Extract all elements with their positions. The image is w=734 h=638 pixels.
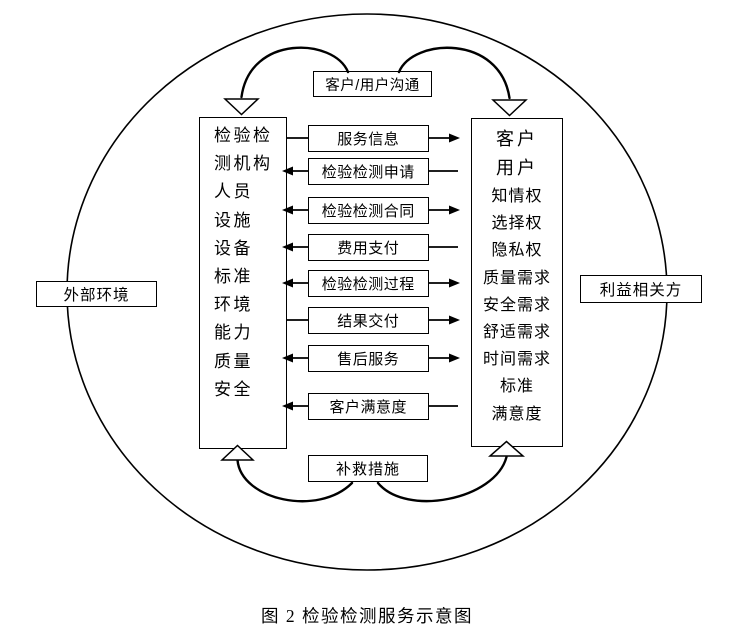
arrowhead-right-icon (449, 353, 460, 363)
external-environment-label: 外部环境 (63, 287, 130, 304)
customer-attribute: 选择权 (491, 215, 543, 233)
flow-label-box: 检验检测过程 (308, 269, 429, 297)
flow-label-box: 费用支付 (308, 233, 429, 261)
flow-label-box: 检验检测合同 (308, 196, 429, 224)
institution-attribute: 标准 (214, 267, 253, 287)
institution-attribute: 设施 (214, 210, 253, 230)
figure-caption: 图 2 检验检测服务示意图 (261, 606, 473, 626)
arrowhead-right-icon (449, 315, 460, 325)
institution-attribute: 环境 (214, 295, 253, 315)
flow-label-box: 检验检测申请 (308, 157, 429, 185)
remedy-label: 补救措施 (335, 461, 400, 478)
remedy-box: 补救措施 (308, 455, 428, 482)
customer-attribute: 舒适需求 (482, 324, 551, 342)
customer-attribute: 客户 (496, 129, 538, 149)
customer-attribute: 安全需求 (482, 296, 551, 314)
institution-attribute: 检验检 (214, 126, 273, 145)
service-diagram: 检验检测机构人员设施设备标准环境能力质量安全 客户用户知情权选择权隐私权质量需求… (36, 13, 702, 571)
institution-attribute: 质量 (214, 351, 253, 371)
flow-label-box: 结果交付 (308, 306, 429, 334)
institution-attribute: 测机构 (214, 154, 273, 174)
hollow-arrow-down-left-icon (223, 98, 260, 116)
customer-attribute: 满意度 (491, 405, 543, 423)
customer-attribute: 时间需求 (482, 351, 551, 369)
arrowhead-right-icon (449, 205, 460, 215)
communication-label: 客户/用户沟通 (325, 77, 420, 94)
communication-box: 客户/用户沟通 (313, 71, 432, 97)
flow-label-box: 客户满意度 (308, 392, 429, 420)
institution-box: 检验检测机构人员设施设备标准环境能力质量安全 (199, 117, 287, 449)
customer-box: 客户用户知情权选择权隐私权质量需求安全需求舒适需求时间需求标准满意度 (471, 118, 563, 447)
customer-attribute: 质量需求 (482, 269, 551, 287)
stakeholders-box: 利益相关方 (580, 275, 702, 303)
customer-attribute: 用户 (496, 158, 538, 178)
customer-attribute: 标准 (499, 378, 534, 396)
hollow-arrow-down-right-icon (491, 99, 528, 117)
stakeholders-label: 利益相关方 (599, 282, 683, 299)
customer-attribute: 知情权 (491, 188, 543, 205)
external-environment-box: 外部环境 (36, 281, 157, 307)
flow-label-box: 服务信息 (308, 124, 429, 152)
institution-attribute: 安全 (214, 379, 253, 399)
institution-attribute: 人员 (214, 182, 253, 202)
flow-label-box: 售后服务 (308, 344, 429, 372)
customer-attribute: 隐私权 (491, 242, 543, 260)
institution-attribute: 设备 (214, 238, 253, 258)
institution-attribute: 能力 (214, 323, 253, 343)
arrowhead-right-icon (449, 278, 460, 288)
arrowhead-right-icon (449, 133, 460, 143)
